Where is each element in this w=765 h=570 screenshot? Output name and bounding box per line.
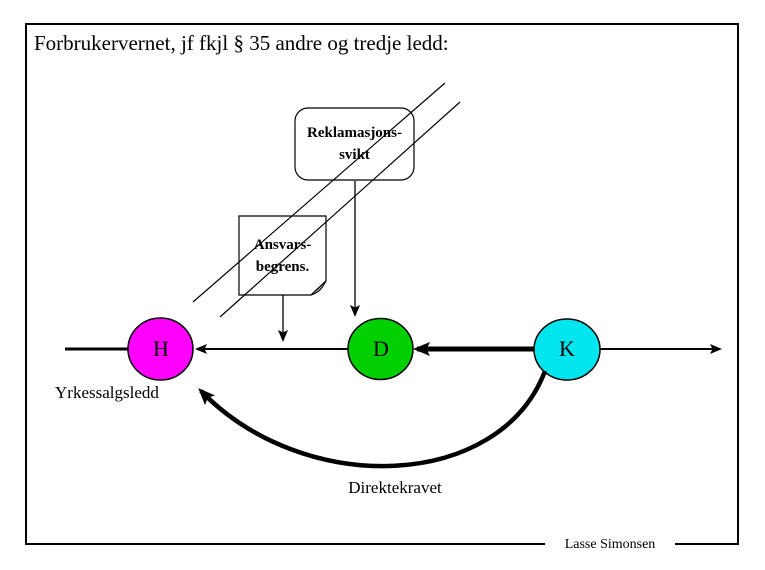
reclamation-box-line2: svikt	[339, 147, 370, 163]
node-h-label: H	[153, 336, 169, 361]
liability-note-fold-corner	[310, 280, 327, 296]
diagonal-strike-line-1	[192, 82, 446, 303]
author-credit: Lasse Simonsen	[545, 536, 675, 554]
node-k-label: K	[559, 336, 575, 361]
direct-claim-label: Direktekravet	[348, 478, 442, 497]
slide-title: Forbrukervernet, jf fkjl § 35 andre og t…	[34, 31, 449, 55]
node-d-label: D	[373, 336, 389, 361]
diagonal-strike-line-2	[219, 101, 461, 318]
direct-claim-curve-arrow	[198, 370, 548, 469]
liability-note-line1: Ansvars-	[253, 236, 312, 253]
liability-note-line2: begrens.	[255, 258, 310, 275]
liability-note-box: Ansvars- begrens.	[239, 216, 326, 295]
reclamation-box-line1: Reklamasjons-	[306, 125, 402, 141]
seller-chain-label: Yrkessalgsledd	[55, 383, 159, 402]
reclamation-box: Reklamasjons- svikt	[295, 108, 414, 180]
